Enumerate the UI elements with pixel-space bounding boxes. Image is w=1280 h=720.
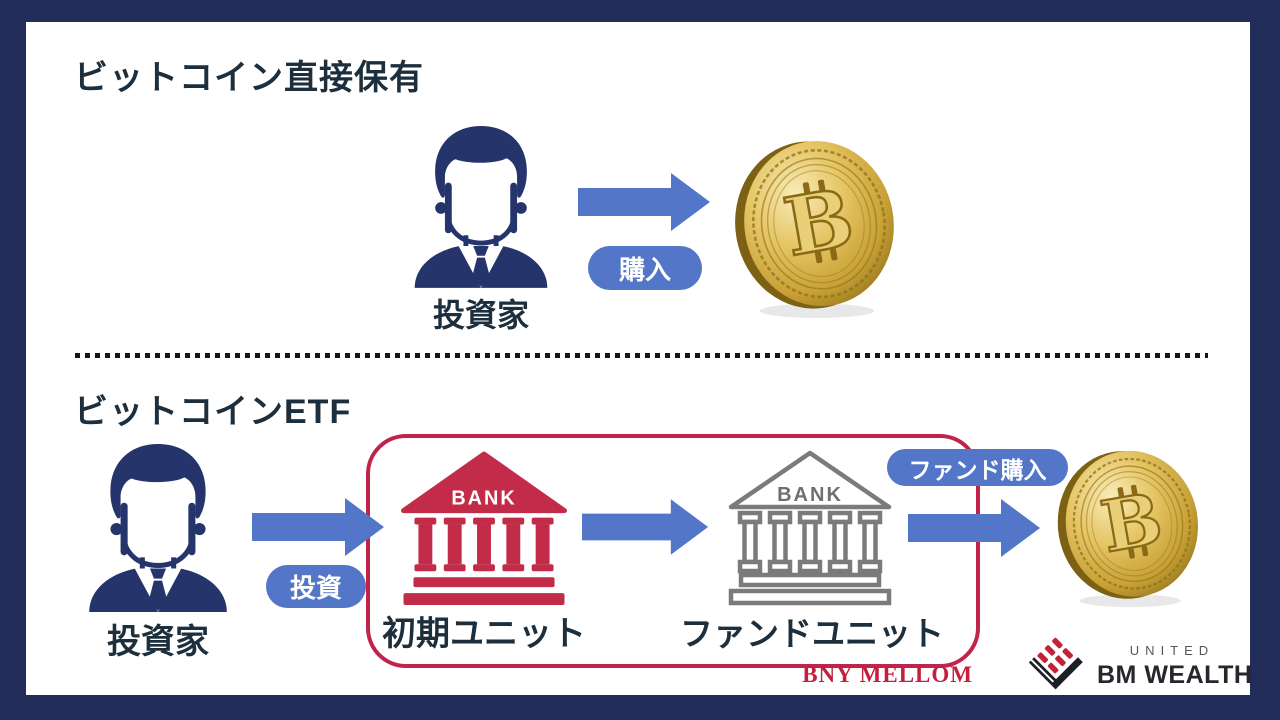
logo-name-text: BM WEALTH (1097, 661, 1253, 689)
arrow-right-icon (908, 499, 1040, 557)
bitcoin-coin-icon (1054, 441, 1208, 608)
section-direct-title: ビットコイン直接保有 (74, 59, 424, 97)
investor-icon (403, 122, 559, 290)
dotted-divider (75, 353, 1208, 358)
custodian-box (366, 434, 980, 668)
logo-mark-icon (1028, 637, 1083, 690)
invest-badge: 投資 (266, 565, 366, 608)
initial-unit-label: 初期ユニット (382, 615, 586, 653)
logo-top-text: UNITED (1129, 643, 1215, 658)
bank-sign: BANK (451, 488, 516, 510)
investor-figure-etf: 投資家 (76, 440, 240, 663)
bank-icon-gray: BANK (728, 450, 892, 606)
bitcoin-coin-icon (731, 130, 905, 319)
slide-canvas (26, 22, 1250, 695)
arrow-right-icon (578, 173, 710, 231)
bank-sign: BANK (777, 484, 843, 506)
bank-icon-red: BANK (401, 451, 567, 606)
investor-icon (77, 440, 239, 614)
investor-figure-direct: 投資家 (402, 122, 560, 336)
arrow-right-icon (582, 499, 709, 555)
custodian-name: BNY MELLOM (802, 662, 973, 687)
section-etf-title: ビットコインETF (74, 393, 352, 431)
arrow-right-icon (252, 498, 384, 556)
purchase-badge: 購入 (588, 246, 702, 290)
investor-label: 投資家 (107, 623, 209, 661)
investor-label: 投資家 (432, 297, 529, 333)
logo-text: UNITED BM WEALTH (1097, 643, 1253, 690)
fund-unit-label: ファンドユニット (680, 615, 944, 652)
fund-purchase-badge: ファンド購入 (887, 449, 1068, 486)
